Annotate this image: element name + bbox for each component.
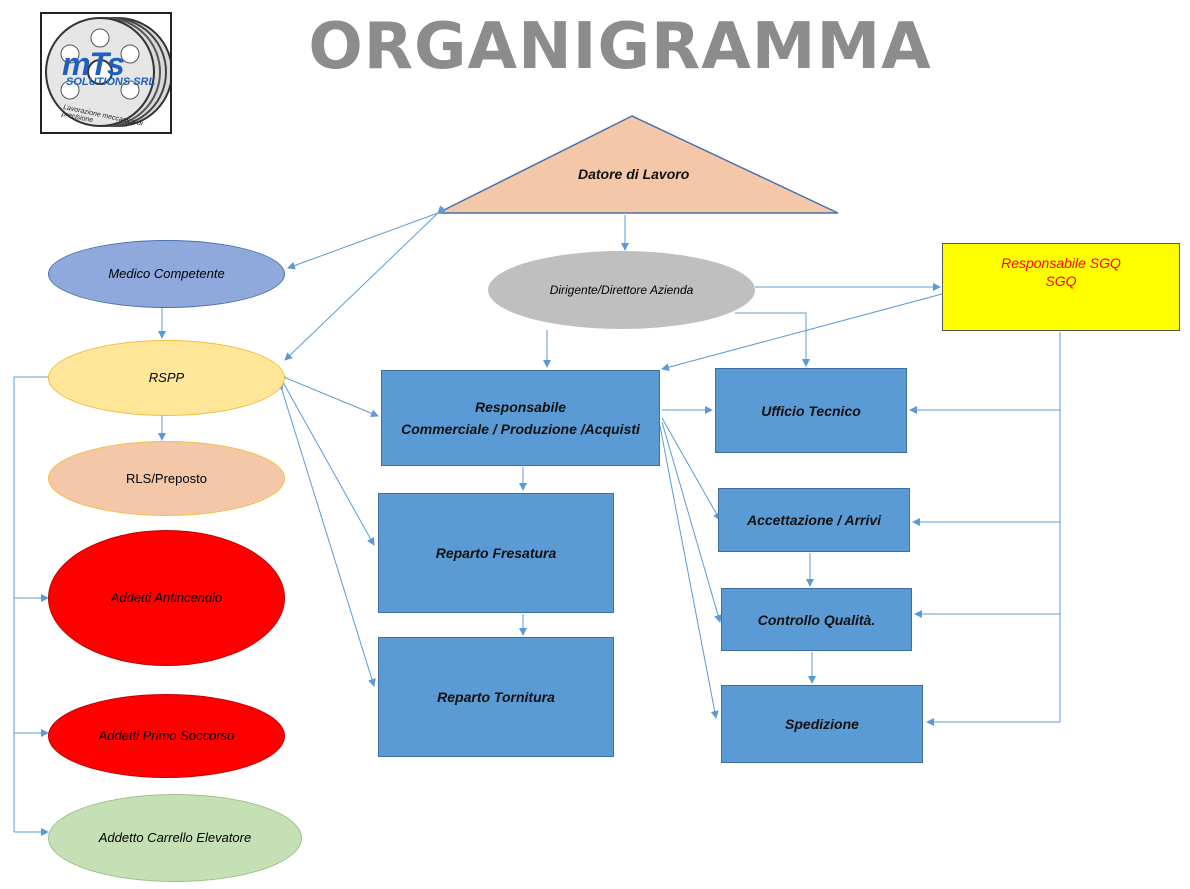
- node-rspp: RSPP: [48, 340, 285, 416]
- node-responsabile-line2: Commerciale / Produzione /Acquisti: [401, 421, 640, 437]
- node-sgq-line2: SGQ: [1045, 273, 1077, 289]
- node-controllo-label: Controllo Qualità.: [757, 611, 876, 628]
- node-spedizione-label: Spedizione: [785, 716, 859, 732]
- node-addetti-primo-soccorso: Addetti Primo Soccorso: [48, 694, 285, 778]
- node-accettazione-arrivi: Accettazione / Arrivi: [718, 488, 910, 552]
- logo-wheel-graphic: [45, 17, 170, 127]
- node-controllo-qualita: Controllo Qualità.: [721, 588, 912, 651]
- node-medico-label: Medico Competente: [108, 266, 225, 281]
- edge-rspp-fresatura: [277, 375, 375, 546]
- edge-responsabile-accettazione: [661, 417, 721, 521]
- edge-dirigente-ufficio: [735, 312, 810, 367]
- node-reparto-fresatura: Reparto Fresatura: [378, 493, 614, 613]
- node-dirigente: Dirigente/Direttore Azienda: [488, 251, 755, 329]
- node-dirigente-label: Dirigente/Direttore Azienda: [549, 283, 694, 297]
- node-tornitura-label: Reparto Tornitura: [437, 689, 555, 705]
- node-sgq-line1: Responsabile SGQ: [1001, 255, 1121, 271]
- edge-sgq-responsabile: [661, 293, 943, 372]
- node-addetto-carrello: Addetto Carrello Elevatore: [48, 794, 302, 882]
- edge-rspp-bus: [13, 376, 50, 832]
- edge-rspp-responsabile: [278, 371, 379, 418]
- node-accettazione-label: Accettazione / Arrivi: [746, 512, 882, 528]
- edge-responsabile-spedizione: [659, 425, 719, 719]
- edge-rspp-tornitura: [276, 382, 376, 687]
- node-rls-preposto: RLS/Preposto: [48, 441, 285, 516]
- node-datore-di-lavoro: Datore di Lavoro: [578, 166, 690, 182]
- logo-brand-text: mTs: [62, 46, 125, 82]
- page-title: ORGANIGRAMMA: [308, 10, 932, 84]
- node-rls-label: RLS/Preposto: [126, 470, 207, 486]
- edge-datore-medico: [287, 206, 446, 270]
- edge-datore-rspp: [284, 205, 446, 361]
- node-primo-soccorso-label: Addetti Primo Soccorso: [98, 728, 235, 743]
- node-responsabile-commerciale: Responsabile Commerciale / Produzione /A…: [381, 370, 660, 466]
- node-fresatura-label: Reparto Fresatura: [435, 545, 557, 561]
- node-addetti-antincendio: Addetti Antincendio: [48, 530, 285, 666]
- node-ufficio-label: Ufficio Tecnico: [761, 402, 861, 419]
- node-medico-competente: Medico Competente: [48, 240, 285, 308]
- node-ufficio-tecnico: Ufficio Tecnico: [715, 368, 907, 453]
- edge-responsabile-controllo: [661, 421, 722, 623]
- node-antincendio-label: Addetti Antincendio: [110, 590, 223, 605]
- node-carrello-label: Addetto Carrello Elevatore: [98, 830, 252, 845]
- node-reparto-tornitura: Reparto Tornitura: [378, 637, 614, 757]
- logo-sub-text: SOLUTIONS SRL: [66, 76, 156, 88]
- company-logo: mTs SOLUTIONS SRL Lavorazione meccanica …: [40, 12, 172, 134]
- node-rspp-label: RSPP: [148, 370, 185, 385]
- node-spedizione: Spedizione: [721, 685, 923, 763]
- node-responsabile-line1: Responsabile: [474, 399, 567, 415]
- datore-triangle: [437, 115, 839, 214]
- node-responsabile-sgq: Responsabile SGQ SGQ: [942, 243, 1180, 331]
